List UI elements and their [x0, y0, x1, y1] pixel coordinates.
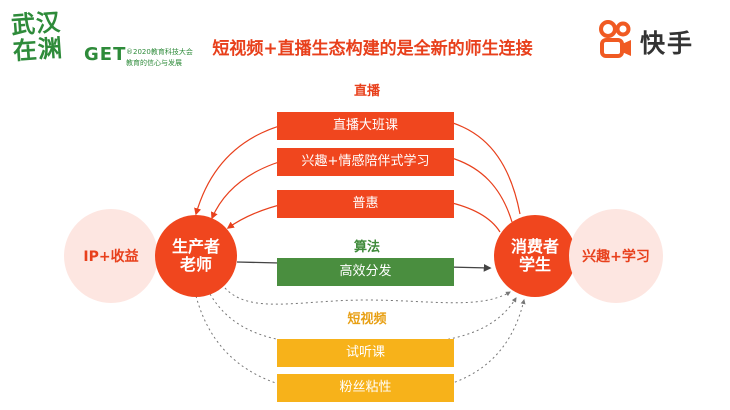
logo-slogan: 教育的信心与发展	[126, 59, 182, 67]
short-video-arc-2	[209, 293, 517, 346]
box-trial-lesson: 试听课	[277, 339, 454, 367]
logo-event-name: ®2020教育科技大会	[126, 48, 193, 56]
brand-name: 快手	[640, 29, 695, 58]
kuaishou-logo-icon	[599, 20, 631, 58]
box-interest-companion: 兴趣+情感陪伴式学习	[277, 148, 454, 176]
page-title: 短视频+直播生态构建的是全新的师生连接	[212, 39, 533, 59]
box-inclusive: 普惠	[277, 190, 454, 218]
producer-label: 生产者	[171, 237, 220, 256]
section-label-live: 直播	[353, 84, 380, 99]
short-video-arc-3	[195, 295, 526, 396]
kuaishou-brand: 快手	[598, 18, 718, 62]
box-fan-stickiness: 粉丝粘性	[277, 374, 454, 402]
box-efficient-distribution: 高效分发	[277, 258, 454, 286]
short-video-arc-1	[224, 287, 511, 305]
section-label-short-video: 短视频	[347, 312, 387, 327]
consumer-benefit-label: 兴趣+学习	[582, 249, 650, 265]
event-logo: 武汉 在渊 GET ®2020教育科技大会 教育的信心与发展	[8, 7, 193, 88]
teacher-label: 老师	[179, 255, 212, 274]
producer-benefit-circle: IP+收益	[64, 209, 158, 303]
producer-benefit-label: IP+收益	[83, 249, 139, 265]
consumer-circle: 消费者 学生	[494, 215, 576, 297]
box-live-class: 直播大班课	[277, 112, 454, 140]
consumer-label: 消费者	[510, 237, 559, 256]
student-label: 学生	[518, 255, 551, 274]
logo-get-mark: GET	[84, 44, 127, 65]
logo-calligraphy: 武汉 在渊	[10, 7, 64, 66]
producer-circle: 生产者 老师	[155, 215, 237, 297]
consumer-benefit-circle: 兴趣+学习	[569, 209, 663, 303]
section-label-algorithm: 算法	[353, 240, 380, 255]
